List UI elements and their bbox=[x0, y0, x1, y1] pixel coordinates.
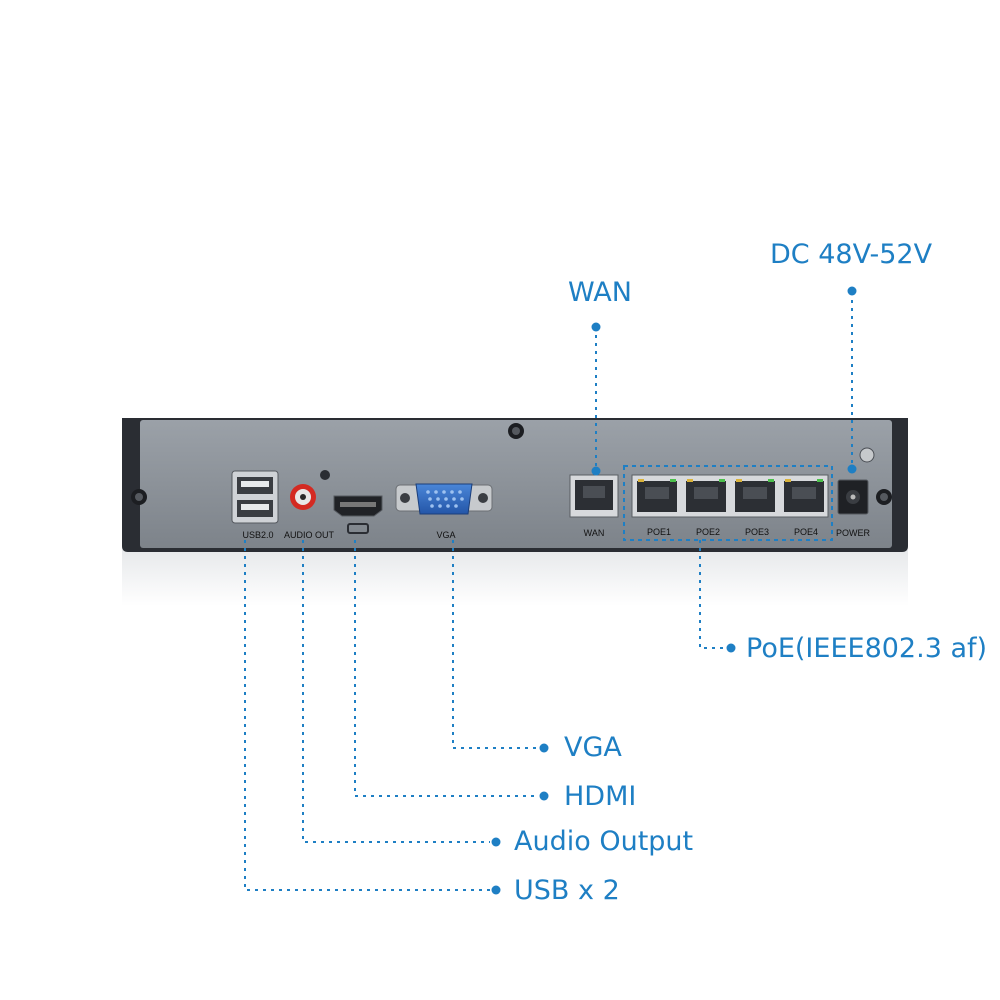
audio-jack-icon bbox=[290, 470, 330, 510]
screw-icon bbox=[131, 423, 892, 505]
wan-port-icon bbox=[569, 474, 619, 518]
usb-port-icon bbox=[231, 470, 279, 524]
vga-panel-label: VGA bbox=[436, 530, 455, 540]
usb-callout: USB x 2 bbox=[514, 875, 620, 906]
dc-power-callout: DC 48V-52V bbox=[770, 239, 933, 270]
wan-panel-label: WAN bbox=[584, 528, 605, 538]
wan-callout: WAN bbox=[568, 277, 632, 308]
poe4-panel-label: POE4 bbox=[794, 527, 818, 537]
usb-panel-label: USB2.0 bbox=[242, 530, 273, 540]
audio-panel-label: AUDIO OUT bbox=[284, 530, 335, 540]
hdmi-callout: HDMI bbox=[564, 781, 637, 812]
leader-lines bbox=[244, 292, 853, 891]
callout-dots bbox=[491, 286, 857, 895]
poe1-panel-label: POE1 bbox=[647, 527, 671, 537]
hdmi-port-icon bbox=[333, 495, 383, 534]
poe-ports-icon bbox=[631, 474, 829, 518]
vga-callout: VGA bbox=[564, 732, 622, 763]
poe-highlight-box bbox=[623, 465, 833, 541]
power-jack-icon bbox=[837, 447, 875, 515]
power-panel-label: POWER bbox=[836, 528, 871, 538]
audio-output-callout: Audio Output bbox=[514, 826, 694, 857]
vga-port-icon bbox=[395, 483, 493, 515]
device-reflection bbox=[122, 548, 908, 606]
poe2-panel-label: POE2 bbox=[696, 527, 720, 537]
poe3-panel-label: POE3 bbox=[745, 527, 769, 537]
poe-callout: PoE(IEEE802.3 af) bbox=[746, 633, 988, 664]
